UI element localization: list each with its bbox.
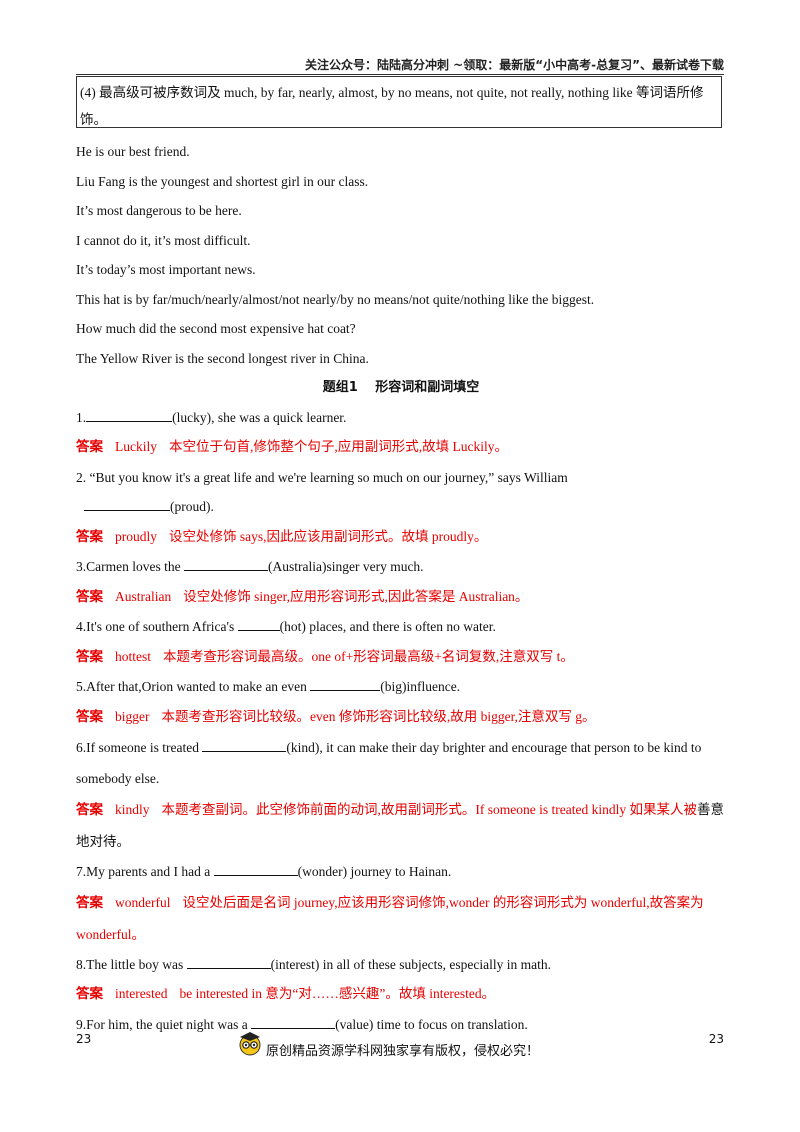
question-3: 3.Carmen loves the (Australia)singer ver…: [76, 552, 726, 582]
question-text: 5.After that,Orion wanted to make an eve…: [76, 679, 311, 694]
mascot-logo-icon: [239, 1032, 261, 1056]
section-title: 题组1 形容词和副词填空: [322, 380, 480, 395]
page-number-right: 23: [708, 1032, 724, 1046]
example-sentence: Liu Fang is the youngest and shortest gi…: [76, 173, 369, 189]
example-sentence: He is our best friend.: [76, 144, 190, 159]
question-7: 7.My parents and I had a (wonder) journe…: [76, 857, 726, 887]
question-number: 1.: [76, 409, 87, 425]
question-text: 6.If someone is treated: [76, 740, 203, 755]
example-sentence: It’s most dangerous to be here.: [76, 203, 242, 218]
question-2: 2. “But you know it's a great life and w…: [76, 469, 568, 485]
example-sentence: It’s today’s most important news.: [76, 262, 256, 277]
answer-word: Luckily: [115, 439, 157, 454]
example-sentence: I cannot do it, it’s most difficult.: [76, 232, 251, 248]
answer-blank: [202, 737, 287, 752]
answer-word: interested: [115, 986, 168, 1001]
note-box: (4) 最高级可被序数词及 much, by far, nearly, almo…: [76, 76, 722, 128]
question-text: (interest) in all of these subjects, esp…: [270, 956, 552, 972]
answer-explanation: 设空处修饰 singer,应用形容词形式,因此答案是 Australian。: [183, 588, 529, 604]
question-text: 8.The little boy was: [76, 956, 187, 972]
answer-label: 答案: [76, 802, 103, 818]
answer-5: 答案 bigger 本题考查形容词比较级。even 修饰形容词比较级,故用 bigg…: [76, 702, 726, 733]
answer-word: hottest: [115, 648, 151, 664]
question-8: 8.The little boy was (interest) in all o…: [76, 950, 726, 980]
answer-6: 答案 kindly 本题考查副词。此空修饰前面的动词,故用副词形式。If someo…: [76, 794, 726, 857]
answer-label: 答案: [76, 439, 103, 455]
answer-explanation: be interested in 意为“对……感兴趣”。故填 intereste…: [179, 986, 496, 1001]
question-text: (wonder) journey to Hainan.: [297, 864, 452, 879]
answer-blank: [251, 1014, 336, 1029]
answer-blank: [310, 676, 381, 691]
answer-label: 答案: [76, 588, 103, 605]
answer-8: 答案 interested be interested in 意为“对……感兴趣”。…: [76, 979, 726, 1010]
answer-explanation: 本题考查形容词比较级。even 修饰形容词比较级,故用 bigger,注意双写 …: [161, 708, 596, 724]
answer-word: Australian: [115, 588, 172, 604]
answer-word: kindly: [115, 802, 150, 817]
question-1: 1. (lucky), she was a quick learner.: [76, 403, 726, 433]
answer-explanation: 本题考查形容词最高级。one of+形容词最高级+名词复数,注意双写 t。: [163, 648, 574, 664]
answer-explanation: 本空位于句首,修饰整个句子,应用副词形式,故填 Luckily。: [169, 439, 508, 454]
answer-word: bigger: [115, 708, 150, 724]
answer-1: 答案 Luckily 本空位于句首,修饰整个句子,应用副词形式,故填 Luckily…: [76, 432, 726, 463]
answer-explanation: 设空处修饰 says,因此应该用副词形式。故填 proudly。: [169, 528, 488, 544]
answer-label: 答案: [76, 894, 103, 911]
copyright-notice: 原创精品资源学科网独家享有版权，侵权必究！: [266, 1044, 540, 1059]
answer-blank: [213, 861, 298, 876]
example-sentence: How much did the second most expensive h…: [76, 321, 356, 336]
question-text: 3.Carmen loves the: [76, 559, 184, 574]
question-text: (Australia)singer very much.: [267, 559, 424, 574]
question-text: 4.It's one of southern Africa's: [76, 619, 238, 634]
header-rule: [76, 74, 724, 75]
question-5: 5.After that,Orion wanted to make an eve…: [76, 672, 726, 702]
answer-blank: [186, 954, 271, 969]
answer-word: proudly: [115, 528, 157, 544]
question-text: (big)influence.: [380, 679, 461, 694]
answer-blank: [86, 407, 173, 422]
question-text: (value) time to focus on translation.: [335, 1016, 528, 1032]
answer-blank: [183, 556, 268, 571]
page-number-left: 23: [76, 1032, 92, 1046]
page-header: 关注公众号：陆陆高分冲刺 ~领取：最新版“小中高考-总复习”、最新试卷下载: [305, 58, 724, 72]
answer-word: wonderful: [115, 894, 171, 910]
answer-label: 答案: [76, 708, 103, 725]
answer-label: 答案: [76, 528, 103, 545]
question-text: 9.For him, the quiet night was a: [76, 1016, 252, 1032]
question-text: (proud).: [170, 499, 214, 514]
question-text: (kind), it can make their day brighter a…: [76, 740, 702, 786]
answer-3: 答案 Australian 设空处修饰 singer,应用形容词形式,因此答案是 A…: [76, 582, 726, 613]
answer-blank: [237, 616, 280, 631]
example-sentence: This hat is by far/much/nearly/almost/no…: [76, 291, 595, 307]
question-text: 7.My parents and I had a: [76, 864, 214, 879]
question-6: 6.If someone is treated (kind), it can m…: [76, 732, 726, 794]
answer-label: 答案: [76, 986, 103, 1002]
question-2-continued: (proud).: [76, 492, 726, 522]
question-text: (lucky), she was a quick learner.: [172, 409, 347, 425]
answer-2: 答案 proudly 设空处修饰 says,因此应该用副词形式。故填 proudly…: [76, 522, 726, 553]
answer-blank: [84, 496, 170, 511]
answer-label: 答案: [76, 648, 103, 665]
question-text: (hot) places, and there is often no wate…: [279, 619, 496, 634]
answer-explanation: 设空处后面是名词 journey,应该用形容词修饰,wonder 的形容词形式为…: [76, 894, 704, 942]
answer-4: 答案 hottest 本题考查形容词最高级。one of+形容词最高级+名词复数,注…: [76, 642, 726, 673]
answer-explanation-tail: 善意地对待。: [76, 802, 724, 849]
question-4: 4.It's one of southern Africa's (hot) pl…: [76, 612, 726, 642]
question-9: 9.For him, the quiet night was a (value)…: [76, 1010, 726, 1040]
example-sentence: The Yellow River is the second longest r…: [76, 350, 369, 366]
answer-explanation: 本题考查副词。此空修饰前面的动词,故用副词形式。If someone is tr…: [161, 802, 697, 817]
document-body: He is our best friend. Liu Fang is the y…: [76, 137, 726, 1039]
